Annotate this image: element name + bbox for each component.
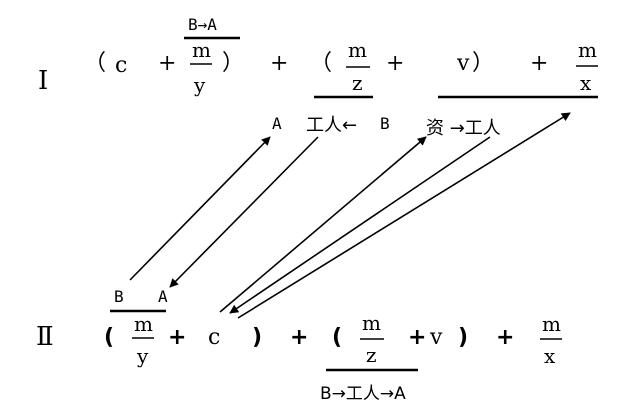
row-1-term-v: v — [456, 51, 470, 76]
row-1-paren-open-1: （ — [84, 51, 106, 76]
row-2-plus-4: + — [496, 325, 514, 350]
row-2-label-b: B — [114, 287, 124, 306]
row-1-frac-2-denominator: z — [352, 71, 363, 95]
row-2-term-c: c — [208, 325, 220, 350]
row-1-label-a: A — [272, 114, 282, 133]
row-2-frac-1-numerator: m — [134, 312, 153, 336]
arrow-row2-c-to-row1-capital — [219, 136, 427, 313]
row-2-frac-2-denominator: z — [366, 343, 377, 367]
row-1-paren-close-1: ） — [222, 51, 244, 76]
row-1-paren-close-2: ） — [472, 51, 494, 76]
row-1-label-b: B — [380, 114, 390, 133]
row-2-plus-3: + — [408, 325, 426, 350]
row-1-plus-2: + — [270, 51, 288, 76]
row-2-label-bottom: B→工人→A — [320, 384, 406, 404]
row-1-frac-1-numerator: m — [192, 38, 211, 62]
row-2-paren-open-2: ( — [332, 325, 342, 350]
row-1-frac-1-denominator: y — [193, 73, 206, 97]
row-2-plus-1: + — [168, 325, 186, 350]
row-1-label-capital-right: 资 →工人 — [426, 118, 501, 139]
row-2-plus-2: + — [290, 325, 308, 350]
row-1-frac-3-denominator: x — [580, 71, 592, 95]
row-1-label-worker-left: 工人← — [306, 115, 357, 136]
row-1-frac-3-numerator: m — [578, 38, 597, 62]
row-2-label-a: A — [158, 287, 168, 306]
arrow-row2-b-to-row1-a — [129, 136, 271, 281]
row-1-paren-open-2: （ — [310, 51, 332, 76]
row-1-term-c: c — [115, 53, 127, 78]
row-2-frac-1-denominator: y — [136, 344, 149, 368]
row-1-frac-1-label: B→A — [188, 15, 217, 34]
row-2-paren-close-2: ) — [458, 325, 468, 350]
row-1-plus-3: + — [386, 51, 404, 76]
row-2-frac-2-numerator: m — [362, 311, 381, 335]
arrow-row2-c-to-row1-surplus — [237, 112, 571, 319]
row-2-numeral: Ⅱ — [36, 322, 54, 352]
row-1-formula: Ⅰ （ c + B→A m y ） + （ m z + v ） + m x A … — [38, 15, 598, 139]
row-2-formula: Ⅱ B A ( m y + c ) + ( m z + v ) + m x B→… — [36, 287, 562, 404]
row-2-paren-close-1: ) — [252, 325, 262, 350]
row-2-paren-open-1: ( — [104, 325, 114, 350]
arrow-row1-worker-to-row2-a — [169, 136, 319, 288]
exchange-arrows — [129, 112, 571, 319]
row-2-frac-3-denominator: x — [544, 344, 556, 368]
row-2-frac-3-numerator: m — [542, 312, 561, 336]
row-1-plus-4: + — [530, 51, 548, 76]
row-1-plus-1: + — [158, 51, 176, 76]
row-1-frac-2-numerator: m — [348, 38, 367, 62]
row-2-term-v: v — [429, 325, 443, 350]
row-1-numeral: Ⅰ — [38, 66, 48, 96]
arrow-row1-worker-to-row2-c — [229, 136, 491, 314]
